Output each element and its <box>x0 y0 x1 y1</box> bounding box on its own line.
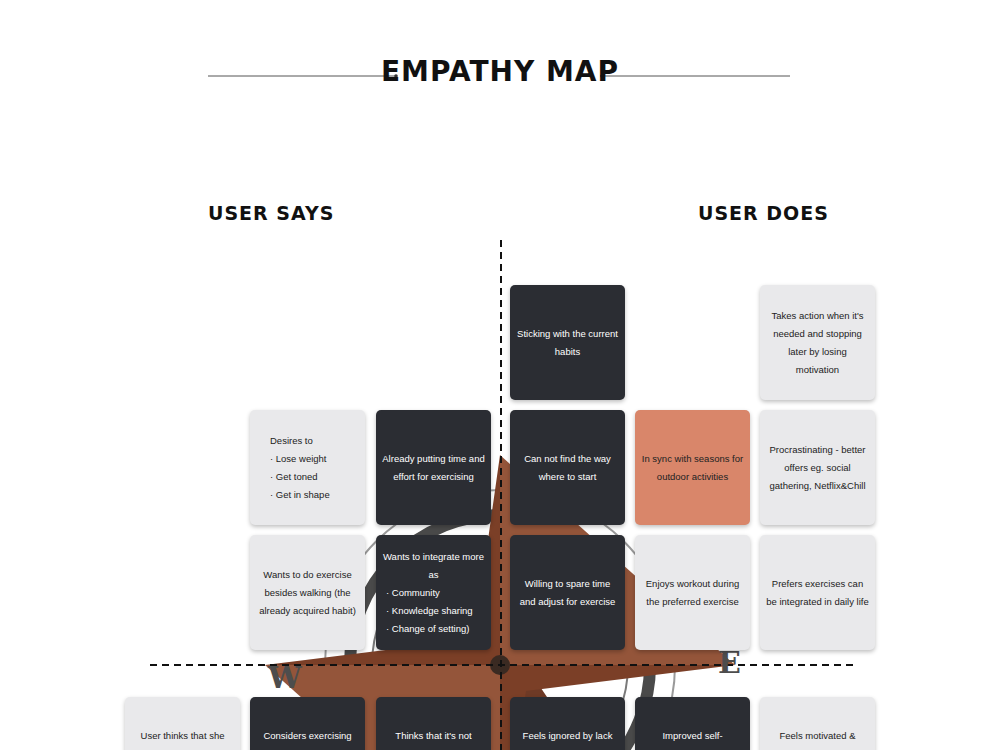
insight-card: User thinks that she <box>125 697 240 750</box>
card-text: Willing to spare time and adjust for exe… <box>516 575 619 611</box>
insight-card: Prefers exercises can be integrated in d… <box>760 535 875 650</box>
insight-card: Takes action when it's needed and stoppi… <box>760 285 875 400</box>
card-text: Feels ignored by lack <box>516 727 619 745</box>
insight-card: Desires to· Lose weight· Get toned· Get … <box>250 410 365 525</box>
card-text: Sticking with the current habits <box>516 325 619 361</box>
card-text: Wants to integrate more as <box>382 548 485 584</box>
quadrant-heading: USER SAYS <box>208 202 334 224</box>
insight-card: Enjoys workout during the preferred exer… <box>635 535 750 650</box>
insight-card: Sticking with the current habits <box>510 285 625 400</box>
quadrant-dividers <box>150 240 855 750</box>
insight-card: Thinks that it's not <box>376 697 491 750</box>
map-title: EMPATHY MAP <box>0 55 1000 88</box>
card-text: Already putting time and effort for exer… <box>382 450 485 486</box>
insight-card: Wants to integrate more as· Community· K… <box>376 535 491 650</box>
insight-card: Procrastinating - better offers eg. soci… <box>760 410 875 525</box>
insight-card: Feels ignored by lack <box>510 697 625 750</box>
card-text: · Get toned <box>256 468 359 486</box>
insight-card: Can not find the way where to start <box>510 410 625 525</box>
card-text: Takes action when it's needed and stoppi… <box>766 307 869 379</box>
card-text: Thinks that it's not <box>382 727 485 745</box>
card-text: Considers exercising <box>256 727 359 745</box>
insight-card: In sync with seasons for outdoor activit… <box>635 410 750 525</box>
card-text: Feels motivated & <box>766 727 869 745</box>
insight-card: Wants to do exercise besides walking (th… <box>250 535 365 650</box>
quadrant-heading: USER DOES <box>698 202 829 224</box>
card-text: Wants to do exercise besides walking (th… <box>256 566 359 620</box>
card-text: Enjoys workout during the preferred exer… <box>641 575 744 611</box>
insight-card: Feels motivated & <box>760 697 875 750</box>
card-text: Prefers exercises can be integrated in d… <box>766 575 869 611</box>
insight-card: Willing to spare time and adjust for exe… <box>510 535 625 650</box>
card-text: · Community <box>382 584 485 602</box>
card-text: In sync with seasons for outdoor activit… <box>641 450 744 486</box>
card-text: User thinks that she <box>131 727 234 745</box>
insight-card: Considers exercising <box>250 697 365 750</box>
insight-card: Improved self- <box>635 697 750 750</box>
card-text: · Knowledge sharing <box>382 602 485 620</box>
card-text: · Change of setting) <box>382 620 485 638</box>
card-text: Desires to <box>256 432 359 450</box>
card-text: Procrastinating - better offers eg. soci… <box>766 441 869 495</box>
card-text: Improved self- <box>641 727 744 745</box>
card-text: Can not find the way where to start <box>516 450 619 486</box>
card-text: · Lose weight <box>256 450 359 468</box>
compass-letter: W <box>268 660 302 695</box>
card-text: · Get in shape <box>256 486 359 504</box>
compass-letter: E <box>718 645 741 680</box>
insight-card: Already putting time and effort for exer… <box>376 410 491 525</box>
